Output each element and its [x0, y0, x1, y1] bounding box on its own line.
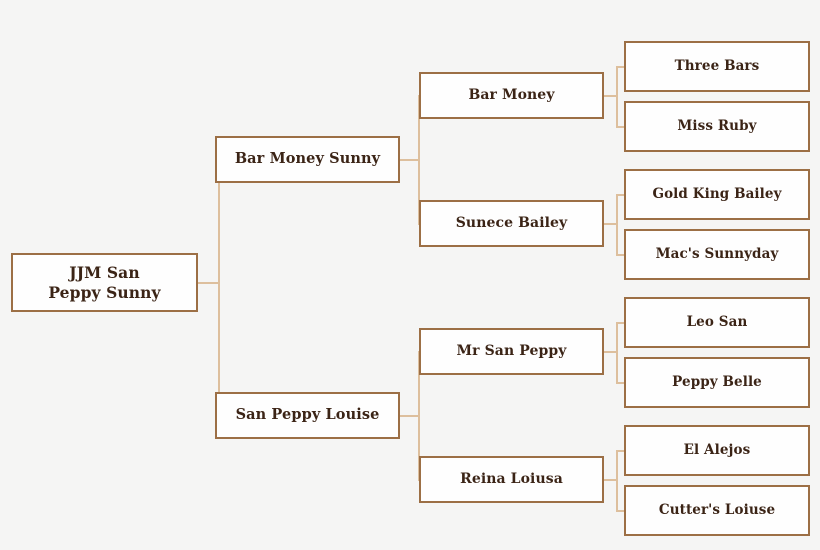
- node-dam-sire-dam[interactable]: Peppy Belle: [624, 357, 810, 408]
- connector-root-stub: [198, 282, 218, 284]
- node-sire-dam[interactable]: Sunece Bailey: [419, 200, 604, 247]
- node-sire-sire-dam[interactable]: Miss Ruby: [624, 101, 810, 152]
- node-sire-sire-dam-label: Miss Ruby: [677, 117, 757, 134]
- connector-gen2-c-stub: [604, 351, 616, 353]
- connector-gen2-d-stub: [604, 479, 616, 481]
- node-sire-dam-sire[interactable]: Gold King Bailey: [624, 169, 810, 220]
- node-sire-sire[interactable]: Bar Money: [419, 72, 604, 119]
- connector-gen2-a-to-gen3-1: [616, 66, 626, 68]
- connector-gen2-d-to-gen3-7: [616, 450, 626, 452]
- connector-gen1-top-stub: [400, 159, 418, 161]
- connector-gen1-top-spine: [418, 95, 420, 223]
- connector-gen2-c-spine: [616, 322, 618, 382]
- node-sire-dam-dam-label: Mac's Sunnyday: [655, 245, 779, 262]
- node-dam-sire[interactable]: Mr San Peppy: [419, 328, 604, 375]
- node-dam-sire-sire-label: Leo San: [686, 313, 748, 330]
- node-sire-dam-sire-label: Gold King Bailey: [652, 185, 782, 202]
- node-dam-dam[interactable]: Reina Loiusa: [419, 456, 604, 503]
- node-sire-sire-label: Bar Money: [468, 86, 555, 103]
- node-sire[interactable]: Bar Money Sunny: [215, 136, 400, 183]
- connector-gen2-c-to-gen3-6: [616, 382, 626, 384]
- connector-gen2-c-to-gen3-5: [616, 322, 626, 324]
- connector-gen2-d-spine: [616, 450, 618, 510]
- node-root-label: JJM San Peppy Sunny: [48, 262, 161, 302]
- node-dam-dam-dam-label: Cutter's Loiuse: [658, 501, 776, 518]
- connector-gen2-b-spine: [616, 194, 618, 254]
- node-sire-sire-sire[interactable]: Three Bars: [624, 41, 810, 92]
- connector-gen1-bottom-stub: [400, 415, 418, 417]
- node-sire-dam-label: Sunece Bailey: [455, 214, 568, 231]
- node-dam-label: San Peppy Louise: [235, 406, 380, 424]
- connector-gen2-a-spine: [616, 66, 618, 126]
- node-dam-dam-sire-label: El Alejos: [683, 441, 751, 458]
- node-dam[interactable]: San Peppy Louise: [215, 392, 400, 439]
- connector-gen2-b-stub: [604, 223, 616, 225]
- connector-gen2-a-stub: [604, 95, 616, 97]
- node-root[interactable]: JJM San Peppy Sunny: [11, 253, 198, 312]
- node-dam-sire-label: Mr San Peppy: [456, 342, 567, 359]
- node-sire-label: Bar Money Sunny: [234, 150, 381, 168]
- connector-root-spine: [218, 159, 220, 417]
- node-dam-dam-label: Reina Loiusa: [460, 470, 563, 487]
- node-dam-dam-sire[interactable]: El Alejos: [624, 425, 810, 476]
- node-dam-sire-sire[interactable]: Leo San: [624, 297, 810, 348]
- connector-gen2-d-to-gen3-8: [616, 510, 626, 512]
- connector-gen2-b-to-gen3-3: [616, 194, 626, 196]
- connector-gen2-a-to-gen3-2: [616, 126, 626, 128]
- node-dam-sire-dam-label: Peppy Belle: [672, 373, 762, 390]
- connector-gen1-bottom-spine: [418, 351, 420, 479]
- node-dam-dam-dam[interactable]: Cutter's Loiuse: [624, 485, 810, 536]
- node-sire-sire-sire-label: Three Bars: [674, 57, 760, 74]
- node-sire-dam-dam[interactable]: Mac's Sunnyday: [624, 229, 810, 280]
- connector-gen2-b-to-gen3-4: [616, 254, 626, 256]
